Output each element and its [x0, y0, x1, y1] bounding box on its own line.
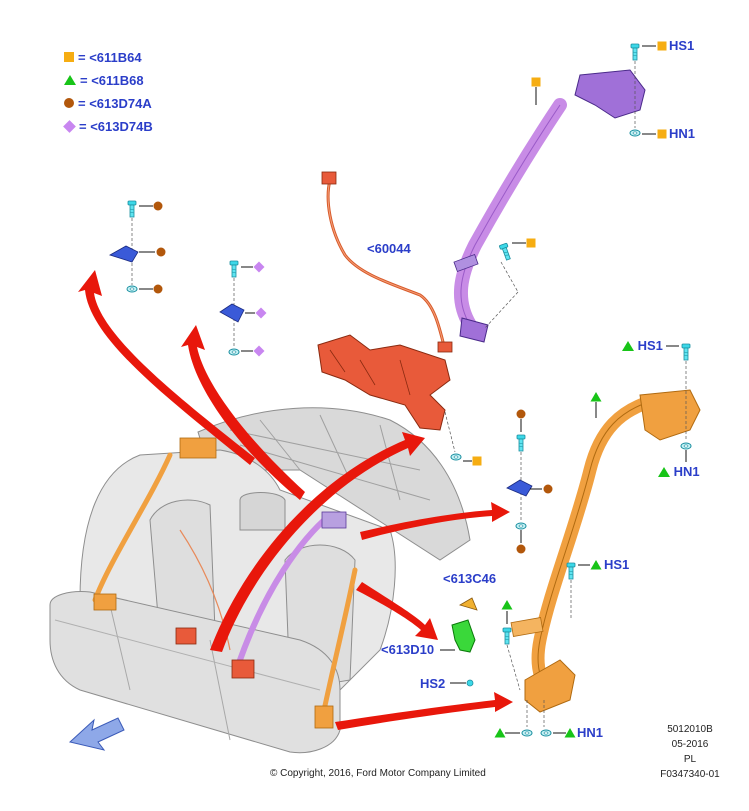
- legend-label: = <611B68: [80, 72, 144, 88]
- anchor-bracket-right: [506, 479, 533, 497]
- triangle-icon: [658, 467, 670, 477]
- arrow-to-buckle: [356, 582, 438, 640]
- ref-code: 5012010B: [667, 724, 713, 735]
- fastener-group-diamond: [219, 260, 267, 357]
- seat-belt-centre-installed: [237, 512, 333, 663]
- legend-label: = <613D74A: [78, 95, 152, 111]
- arrow-to-mid-anchor: [181, 325, 305, 500]
- seat-cushion: [49, 591, 341, 754]
- centre-belt-retractor: [574, 69, 646, 119]
- direction-arrow-icon: [68, 717, 125, 751]
- callout-hn1-right: HN1: [658, 465, 700, 479]
- callout-hs2: HS2: [420, 676, 446, 691]
- rear-seat: [49, 407, 471, 754]
- arrow-to-retractor: [335, 692, 513, 730]
- callout-arrows: [78, 270, 513, 730]
- callout-harness: <60044: [367, 241, 411, 256]
- triangle-icon: [622, 341, 634, 351]
- legend-row-square: = <611B64: [64, 49, 142, 65]
- outer-belt-retractor: [524, 659, 576, 713]
- anchor-bracket-mid: [219, 303, 245, 323]
- circle-icon: [64, 98, 74, 108]
- copyright-notice: © Copyright, 2016, Ford Motor Company Li…: [270, 768, 486, 779]
- callout-hs1-right: HS1: [622, 339, 663, 353]
- date-code: 05-2016: [671, 739, 709, 750]
- arrow-to-left-anchor: [78, 270, 255, 465]
- legend-row-circle: = <613D74A: [64, 95, 152, 111]
- callout-buckle-cover: <613C46: [443, 571, 497, 586]
- language-code: PL: [683, 754, 697, 765]
- callout-hn1-top: HN1: [669, 126, 696, 141]
- callout-hs1-top: HS1: [669, 38, 695, 53]
- buckle-cover-613C46: [458, 597, 478, 611]
- legend-label: = <613D74B: [79, 118, 153, 134]
- fastener-group-circle: [109, 200, 166, 294]
- buckle-bracket-red: [317, 334, 451, 431]
- legend-label: = <611B64: [78, 49, 142, 65]
- buckle-green-613D10: [451, 619, 476, 653]
- anchor-bracket-left: [109, 245, 139, 263]
- seat-belts-installed: [92, 452, 358, 723]
- outer-seat-belt-orange: [510, 389, 701, 713]
- wiring-harness-60044: [321, 171, 453, 353]
- callout-hn1-bottom: HN1: [577, 725, 604, 740]
- callout-hs1-mid: HS1: [604, 557, 630, 572]
- diamond-icon: [63, 119, 76, 133]
- legend-row-diamond: = <613D74B: [63, 118, 153, 134]
- arrow-to-right-anchor: [360, 502, 510, 540]
- triangle-icon: [64, 75, 76, 85]
- square-icon: [64, 52, 74, 62]
- outer-belt-upper-guide: [639, 389, 701, 441]
- centre-seat-belt-purple: [453, 69, 646, 343]
- callout-buckle-green: <613D10: [381, 642, 435, 657]
- legend-row-triangle: = <611B68: [64, 72, 144, 88]
- figure-id: F0347340-01: [660, 769, 720, 780]
